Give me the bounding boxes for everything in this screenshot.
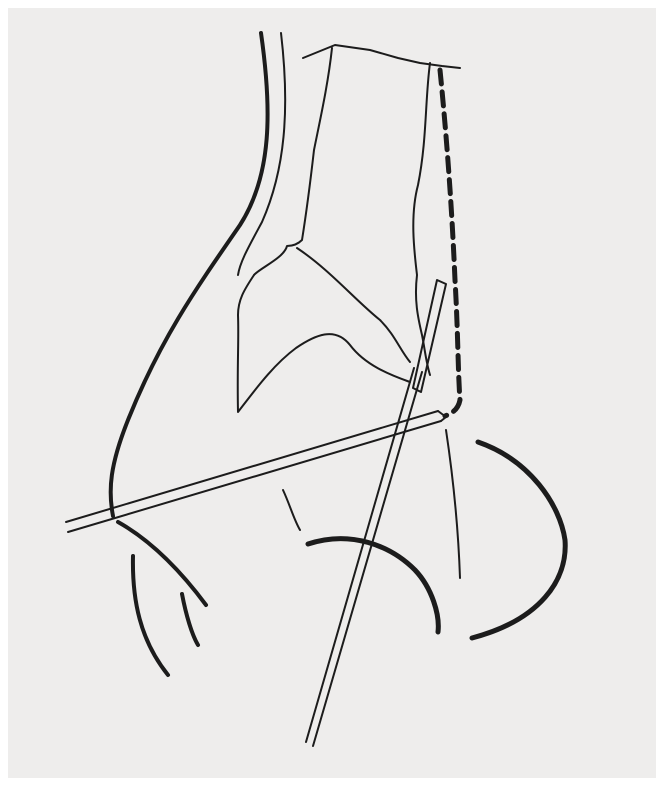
- inner-bone-outline: [238, 275, 410, 412]
- outer-contour-line: [111, 33, 268, 516]
- bone-right-border: [413, 63, 430, 375]
- calcaneus-arc: [308, 539, 438, 632]
- heel-curve-left: [133, 556, 168, 675]
- oblique-wire-tip: [438, 411, 446, 421]
- lower-fragment-line: [283, 490, 300, 530]
- oblique-wire-line-b: [68, 421, 441, 532]
- bone-top-edge: [303, 45, 460, 68]
- lower-right-edge: [446, 430, 460, 578]
- osteotomy-dashed-line: [440, 70, 460, 416]
- inner-cleft-line: [297, 248, 410, 362]
- inner-contour-line: [238, 33, 285, 275]
- heel-curve-right: [182, 594, 198, 645]
- crescent-arc: [472, 442, 565, 638]
